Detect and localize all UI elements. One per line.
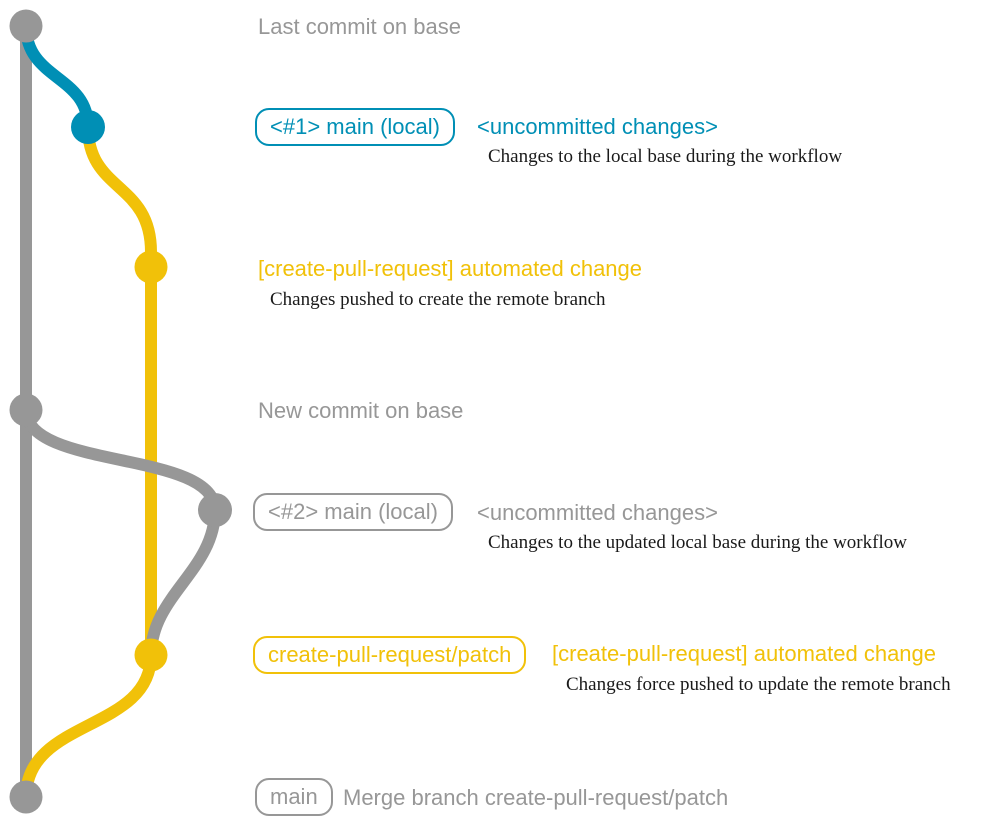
commit-message-uncommitted-1: <uncommitted changes>: [477, 114, 718, 139]
commit-dot-last-base: [9, 9, 43, 43]
last-commit-label: Last commit on base: [258, 14, 461, 39]
commit-message-merge: Merge branch create-pull-request/patch: [343, 785, 729, 810]
branch-badge-main: main: [255, 778, 333, 816]
commit-dot-automated-2: [134, 638, 168, 672]
commit-dot-merge: [9, 780, 43, 814]
commit-caption-uncommitted-2: Changes to the updated local base during…: [488, 532, 907, 553]
commit-dot-automated-1: [134, 250, 168, 284]
commit-caption-automated-2: Changes force pushed to update the remot…: [566, 674, 951, 695]
commit-caption-automated-1: Changes pushed to create the remote bran…: [270, 289, 606, 310]
commit-dot-new-base: [9, 393, 43, 427]
rebase-curve: [20, 409, 221, 511]
commit-dot-uncommitted-2: [198, 493, 232, 527]
commit-message-automated-2: [create-pull-request] automated change: [552, 641, 937, 666]
branch-badge-main-local-2: <#2> main (local): [253, 493, 453, 531]
local-main-branch-line: [20, 25, 94, 128]
commit-message-automated-1: [create-pull-request] automated change: [258, 256, 643, 281]
commit-caption-uncommitted-1: Changes to the local base during the wor…: [488, 146, 843, 167]
branch-badge-main-local-1: <#1> main (local): [255, 108, 455, 146]
new-commit-label: New commit on base: [258, 398, 464, 423]
commit-dot-uncommitted-1: [71, 110, 105, 144]
commit-message-uncommitted-2: <uncommitted changes>: [477, 500, 718, 525]
branch-badge-patch: create-pull-request/patch: [253, 636, 527, 674]
force-push-curve: [145, 509, 221, 656]
